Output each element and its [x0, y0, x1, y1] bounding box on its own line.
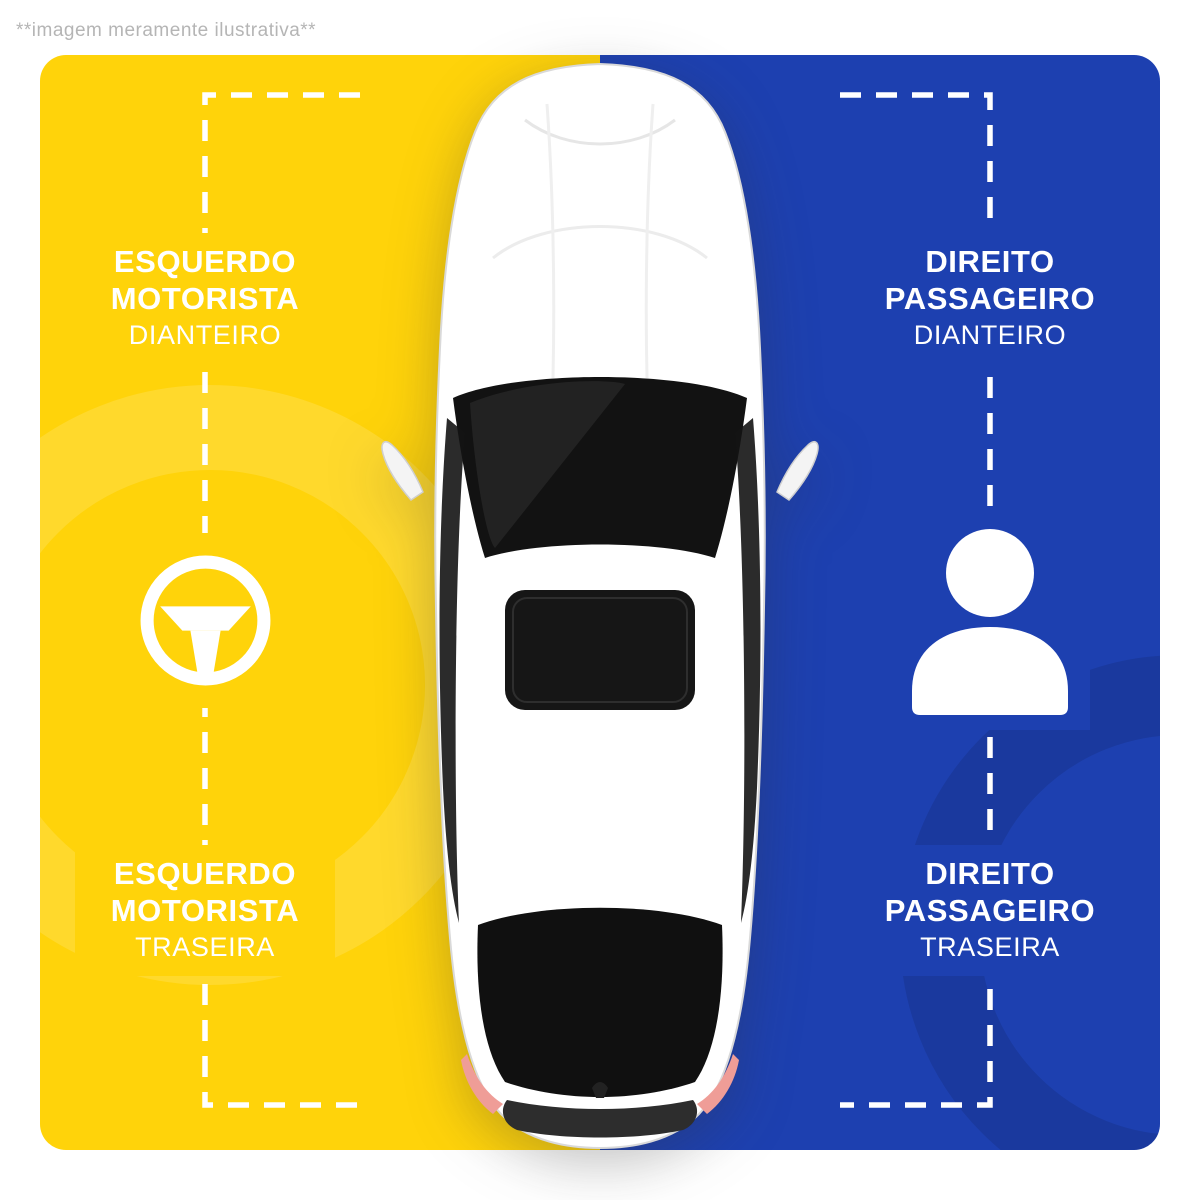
label-rear-left: ESQUERDO MOTORISTA TRASEIRA: [75, 845, 335, 976]
passenger-side-icon-area: [890, 510, 1090, 730]
driver-side-icon-area: [118, 533, 293, 708]
label-front-left-line2: MOTORISTA: [110, 281, 300, 316]
label-rear-left-line2: MOTORISTA: [110, 893, 300, 928]
label-front-right: DIREITO PASSAGEIRO DIANTEIRO: [860, 233, 1120, 364]
car-top-view-illustration: [381, 62, 819, 1150]
label-rear-right-line1: DIREITO: [925, 856, 1055, 891]
label-front-right-line1: DIREITO: [925, 244, 1055, 279]
label-rear-left-line3: TRASEIRA: [135, 932, 275, 962]
person-icon: [912, 529, 1068, 715]
label-rear-left-line1: ESQUERDO: [113, 856, 297, 891]
label-front-right-line3: DIANTEIRO: [913, 320, 1067, 350]
label-front-left-line1: ESQUERDO: [113, 244, 297, 279]
label-front-left-line3: DIANTEIRO: [128, 320, 282, 350]
label-rear-right-line3: TRASEIRA: [920, 932, 1060, 962]
illustrative-image-disclaimer: **imagem meramente ilustrativa**: [16, 20, 317, 41]
label-front-right-line2: PASSAGEIRO: [884, 281, 1096, 316]
label-front-left: ESQUERDO MOTORISTA DIANTEIRO: [75, 233, 335, 364]
label-rear-right: DIREITO PASSAGEIRO TRASEIRA: [860, 845, 1120, 976]
label-rear-right-line2: PASSAGEIRO: [884, 893, 1096, 928]
steering-wheel-icon: [140, 555, 271, 686]
